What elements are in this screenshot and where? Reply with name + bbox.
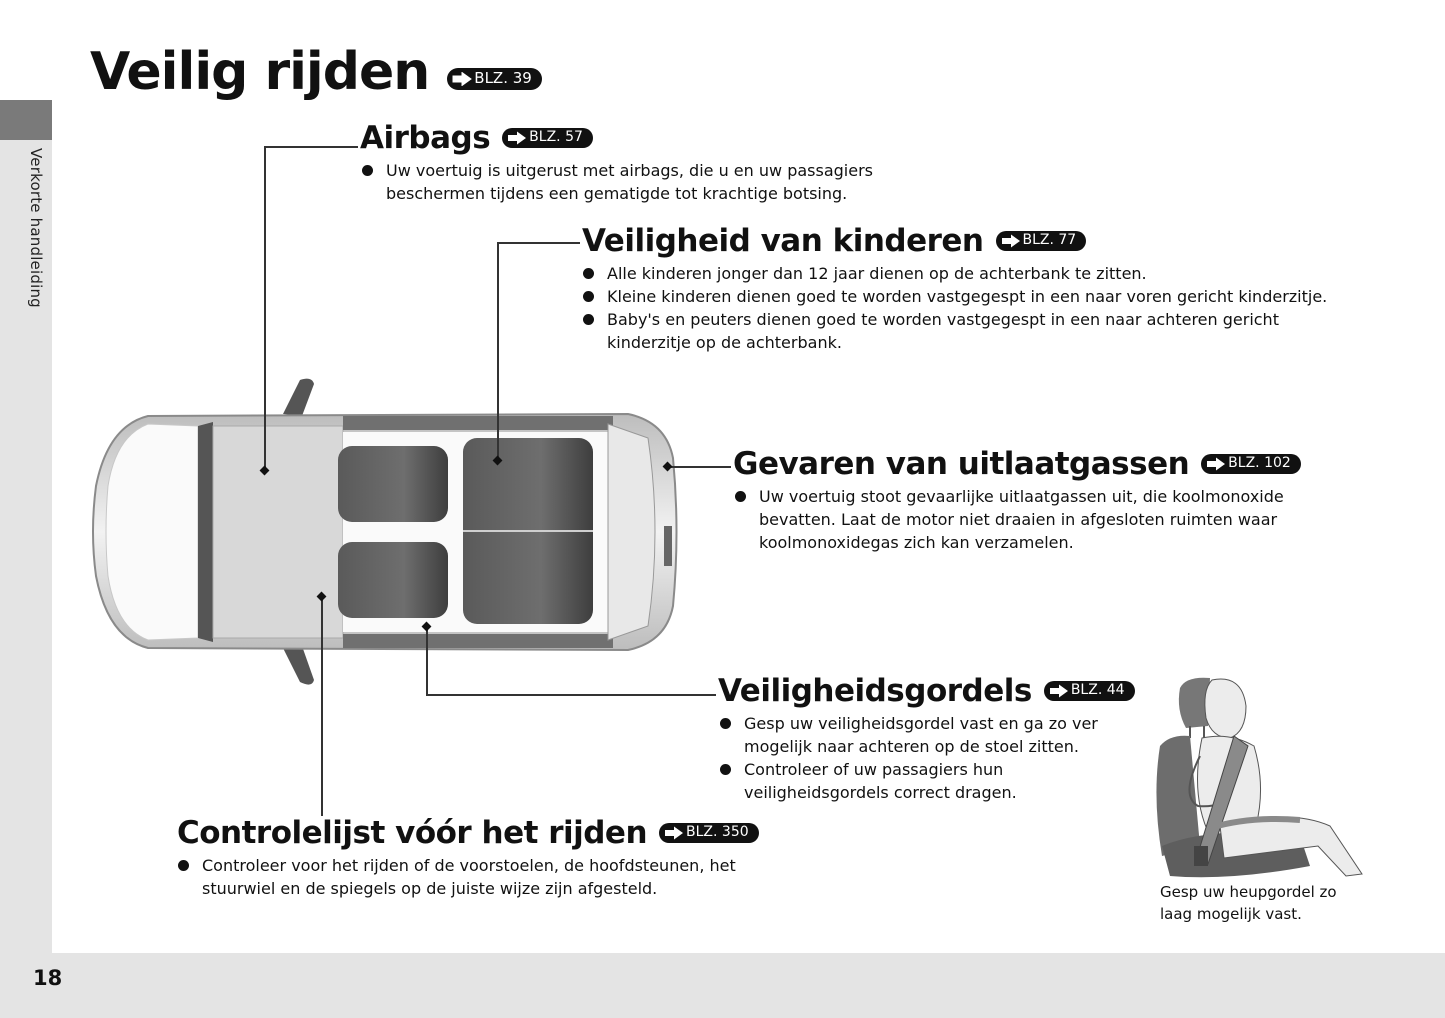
page-title: Veilig rijden BLZ. 39 (90, 42, 542, 102)
seatbelts-leader-h (426, 694, 716, 696)
bullet-item: Gesp uw veiligheidsgordel vast en ga zo … (720, 712, 1120, 758)
child-safety-bullets: Alle kinderen jonger dan 12 jaar dienen … (583, 262, 1343, 354)
ref-text: BLZ. 350 (686, 824, 749, 841)
bullet-item: Controleer voor het rijden of de voorsto… (178, 854, 738, 900)
seatbelt-person-illustration (1156, 677, 1363, 878)
section-title-seatbelts: Veiligheidsgordels BLZ. 44 (718, 674, 1135, 708)
car-top-view-illustration (92, 378, 678, 685)
ref-text: BLZ. 77 (1022, 232, 1077, 249)
section-title-text: Veiligheid van kinderen (582, 223, 984, 259)
section-title-child-safety: Veiligheid van kinderen BLZ. 77 (582, 223, 1087, 259)
caption-line: Gesp uw heupgordel zo (1160, 883, 1337, 901)
checklist-ref-link[interactable]: BLZ. 350 (659, 823, 759, 844)
chapter-label: Verkorte handleiding (27, 148, 45, 308)
bullet-item: Baby's en peuters dienen goed te worden … (583, 308, 1287, 354)
arrow-right-icon (1049, 684, 1068, 698)
seatbelt-caption: Gesp uw heupgordel zo laag mogelijk vast… (1160, 881, 1337, 925)
arrow-right-icon (665, 826, 684, 840)
page-ref-link[interactable]: BLZ. 39 (447, 67, 542, 90)
bullet-item: Kleine kinderen dienen goed te worden va… (583, 285, 1343, 308)
chapter-tab-marker (0, 100, 52, 140)
section-title-text: Controlelijst vóór het rijden (177, 815, 648, 851)
airbags-bullets: Uw voertuig is uitgerust met airbags, di… (362, 159, 882, 205)
side-strip (0, 100, 52, 1018)
exhaust-ref-link[interactable]: BLZ. 102 (1201, 454, 1301, 475)
bullet-item: Alle kinderen jonger dan 12 jaar dienen … (583, 262, 1343, 285)
airbags-leader-h (264, 146, 358, 148)
section-title-text: Gevaren van uitlaatgassen (733, 446, 1190, 482)
exhaust-leader-h (667, 466, 731, 468)
child-safety-ref-link[interactable]: BLZ. 77 (995, 231, 1087, 252)
child-safety-leader-v (497, 242, 499, 460)
airbags-leader-v (264, 146, 266, 470)
page-number: 18 (33, 966, 63, 990)
section-title-airbags: Airbags BLZ. 57 (360, 121, 593, 155)
arrow-right-icon (452, 71, 473, 86)
section-title-checklist: Controlelijst vóór het rijden BLZ. 350 (177, 816, 759, 850)
bullet-item: Uw voertuig stoot gevaarlijke uitlaatgas… (735, 485, 1295, 554)
bullet-item: Controleer of uw passagiers hun veilighe… (720, 758, 1120, 804)
ref-text: BLZ. 102 (1228, 455, 1291, 472)
seatbelts-leader-v (426, 626, 428, 695)
checklist-leader-v (321, 596, 323, 816)
ref-text: BLZ. 44 (1070, 682, 1125, 699)
page-title-text: Veilig rijden (90, 42, 430, 102)
section-title-text: Veiligheidsgordels (718, 673, 1032, 709)
caption-line: laag mogelijk vast. (1160, 905, 1302, 923)
airbags-ref-link[interactable]: BLZ. 57 (502, 128, 593, 149)
exhaust-bullets: Uw voertuig stoot gevaarlijke uitlaatgas… (735, 485, 1295, 554)
checklist-bullets: Controleer voor het rijden of de voorsto… (178, 854, 738, 900)
page-ref-text: BLZ. 39 (474, 69, 532, 88)
arrow-right-icon (508, 131, 527, 145)
section-title-text: Airbags (360, 120, 491, 156)
arrow-right-icon (1001, 234, 1020, 248)
page-footer (0, 953, 1445, 1018)
section-title-exhaust: Gevaren van uitlaatgassen BLZ. 102 (733, 447, 1301, 481)
child-safety-leader-h (497, 242, 580, 244)
seatbelts-ref-link[interactable]: BLZ. 44 (1043, 681, 1135, 702)
arrow-right-icon (1207, 457, 1226, 471)
seatbelts-bullets: Gesp uw veiligheidsgordel vast en ga zo … (720, 712, 1120, 804)
bullet-item: Uw voertuig is uitgerust met airbags, di… (362, 159, 882, 205)
ref-text: BLZ. 57 (529, 129, 583, 146)
